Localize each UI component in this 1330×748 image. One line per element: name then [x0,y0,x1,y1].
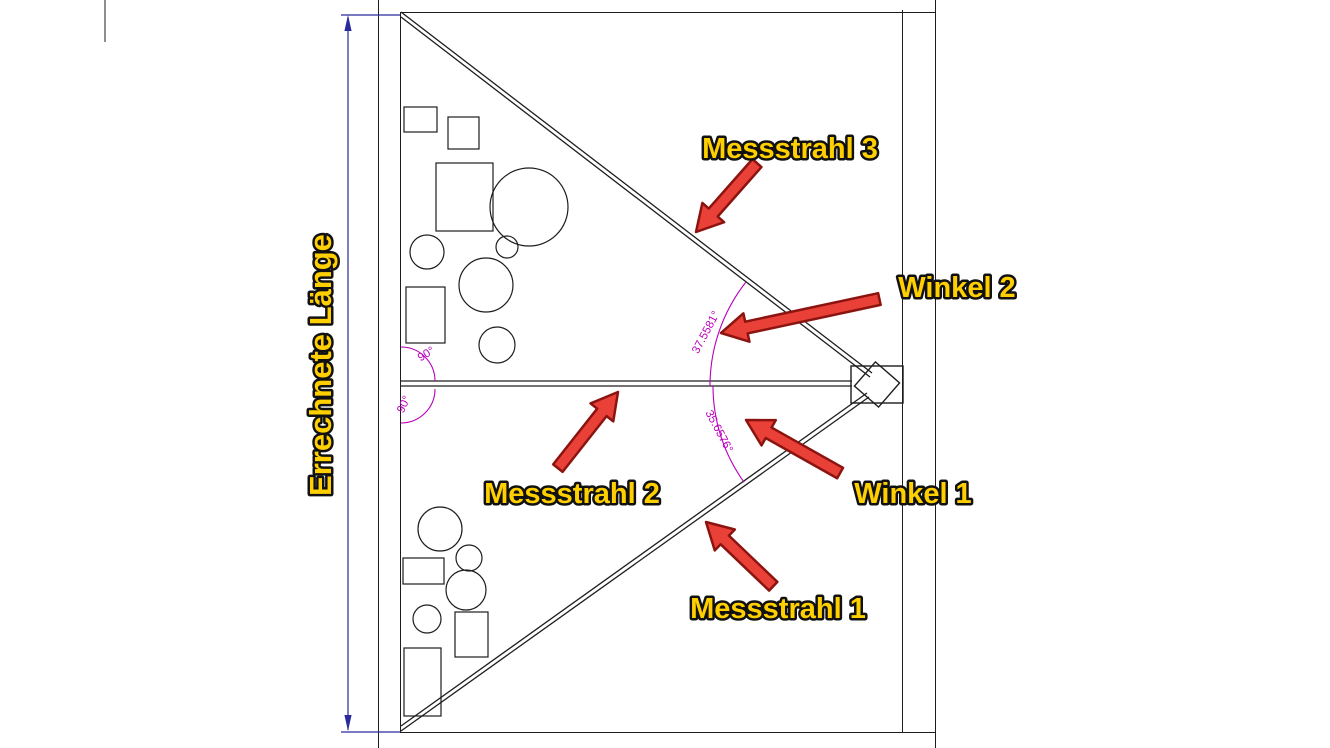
plan-circle [458,257,514,313]
arrow-messstrahl-2 [551,390,620,474]
dimension-label: Errechnete Länge [303,234,338,496]
right-angle-value-bottom: 90° [395,394,413,415]
angle-arc-winkel-2 [709,282,747,387]
plan-rect [402,557,445,585]
floor-plan-shapes-upper [403,106,569,364]
plan-circle [417,506,463,552]
floor-plan-shapes-lower [402,506,489,717]
plan-circle [445,569,487,611]
angle-value-winkel-2: 37.5581° [690,309,722,355]
label-winkel-1: Winkel 1 [854,478,971,510]
laser-device-symbol [850,360,904,409]
arrow-messstrahl-3 [694,157,763,234]
right-angle-arc-top [400,346,436,382]
dimension-arrowhead-top [344,15,352,31]
plan-circle [409,234,445,270]
plan-circle [495,235,519,259]
angle-value-winkel-1: 35.6576° [703,408,735,454]
right-angle-arc-bottom [400,388,436,424]
arrow-winkel-1 [744,418,845,480]
measurement-ray-2 [401,380,852,387]
callout-labels: Messstrahl 3 Winkel 2 Messstrahl 2 Winke… [482,131,1019,628]
label-messstrahl-3: Messstrahl 3 [702,133,878,165]
label-messstrahl-2: Messstrahl 2 [484,478,660,510]
plan-rect [435,162,494,232]
plan-rect [405,286,446,344]
arrow-winkel-2 [719,291,882,343]
plan-circle [412,604,442,634]
dimension-errechnete-laenge: Errechnete Länge [301,14,400,733]
label-messstrahl-1: Messstrahl 1 [690,593,866,625]
angle-arc-winkel-1 [712,385,745,483]
plan-circle [478,326,516,364]
plan-circle [489,167,569,247]
label-winkel-2: Winkel 2 [898,272,1015,304]
arrow-messstrahl-1 [704,520,779,592]
dimension-arrowhead-bottom [344,715,352,731]
plan-rect [403,106,438,133]
wall-lines [104,0,936,748]
plan-rect [447,116,480,150]
device-diamond [853,360,901,409]
plan-circle [455,544,483,572]
plan-rect [454,611,489,658]
device-rect [850,365,904,404]
callout-arrows [551,157,882,592]
right-angle-value-top: 90° [416,345,437,364]
